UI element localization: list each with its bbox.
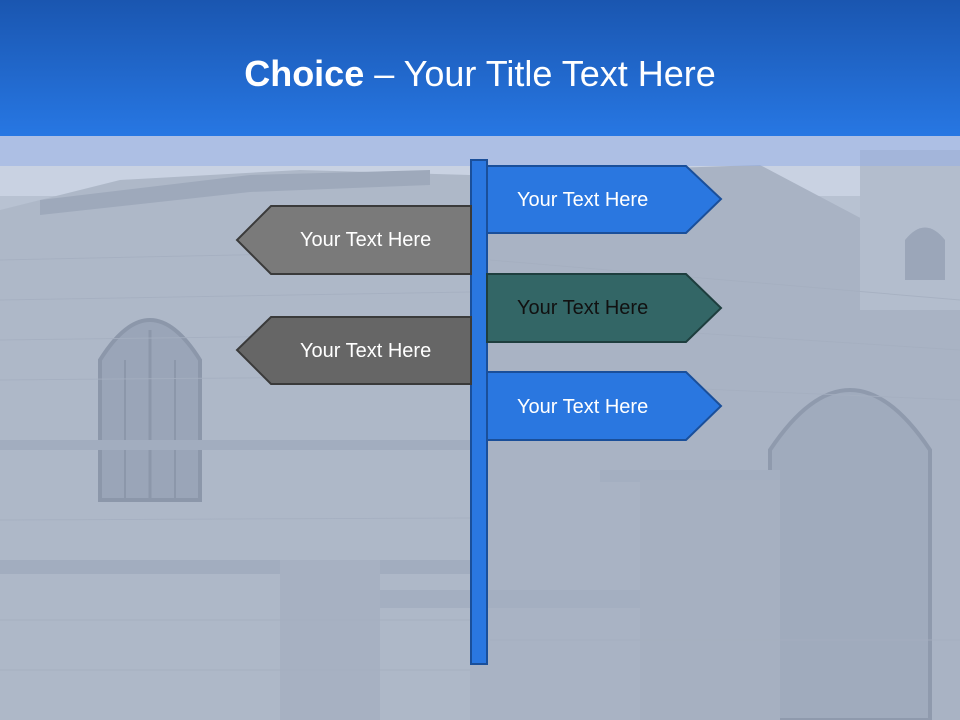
- sign-label-2: Your Text Here: [300, 229, 432, 251]
- signpost-pole: [470, 159, 488, 665]
- slide-title: Choice – Your Title Text Here: [244, 53, 716, 95]
- title-rest-part: – Your Title Text Here: [364, 53, 716, 94]
- sign-label-3: Your Text Here: [517, 297, 649, 319]
- sign-arrow-1: [486, 165, 723, 234]
- sign-label-1: Your Text Here: [517, 189, 649, 211]
- sign-arrow-5: [486, 371, 723, 441]
- title-bold-part: Choice: [244, 53, 365, 94]
- title-bar: Choice – Your Title Text Here: [0, 0, 960, 136]
- sign-arrow-3: [486, 273, 723, 343]
- sign-arrow-2: [235, 205, 472, 275]
- sign-label-5: Your Text Here: [517, 396, 649, 418]
- sign-label-4: Your Text Here: [300, 340, 432, 362]
- sign-arrow-4: [235, 316, 472, 385]
